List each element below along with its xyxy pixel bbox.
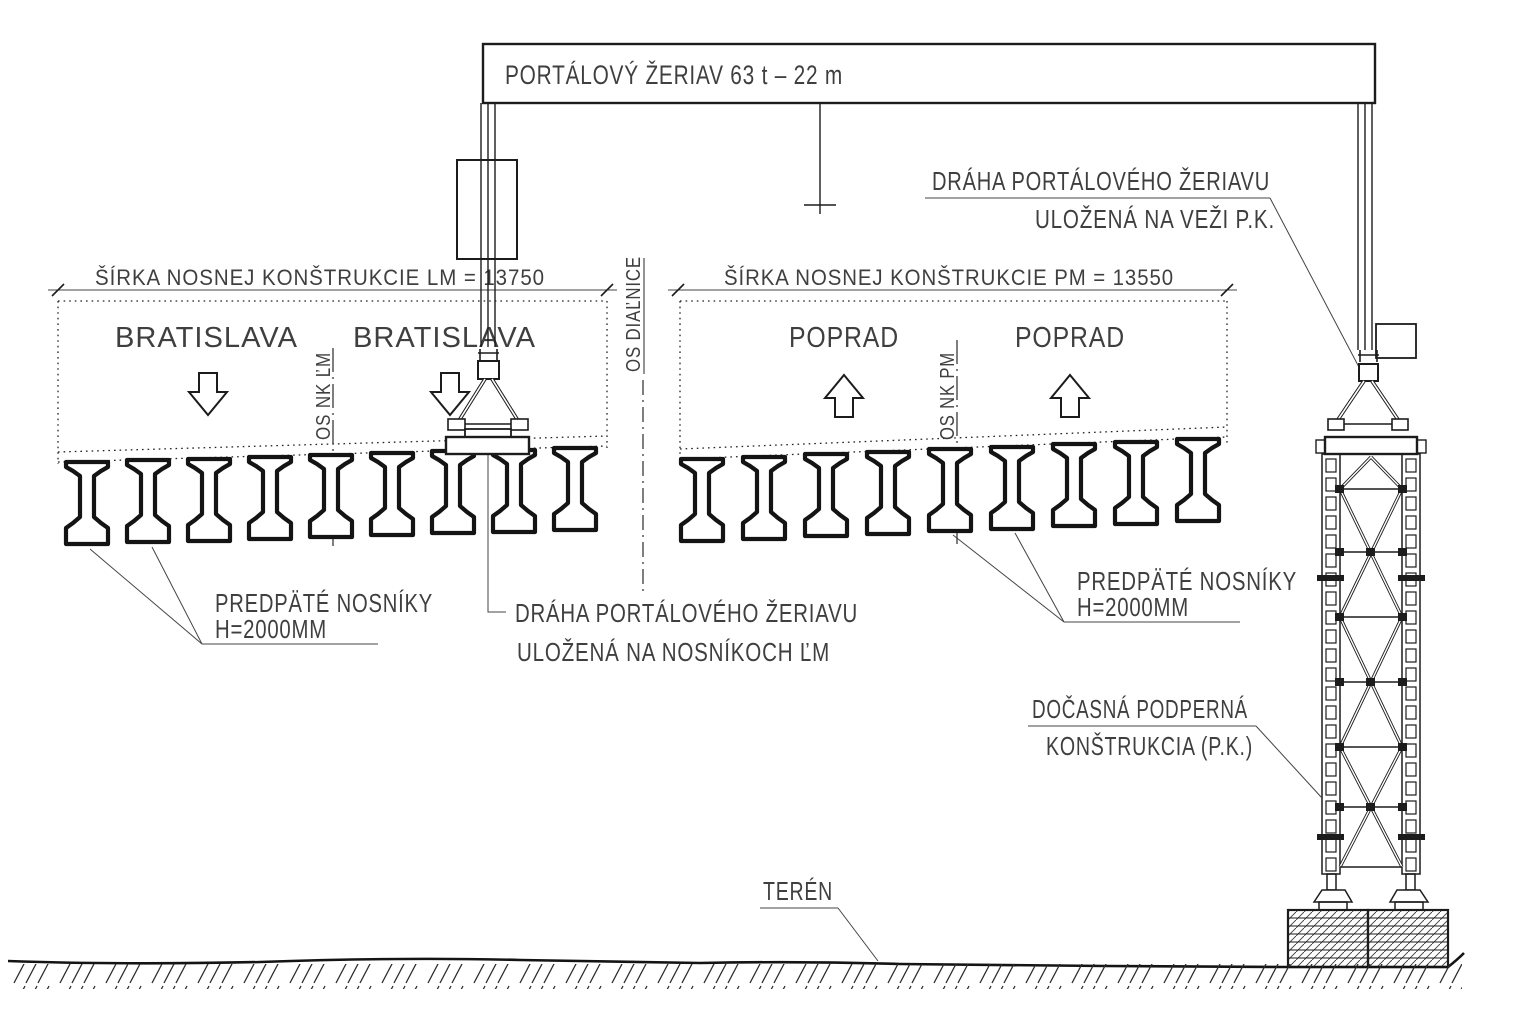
girders-left-deck	[66, 448, 596, 544]
dimension-left-deck: ŠÍRKA NOSNEJ KONŠTRUKCIE LM = 13750	[48, 265, 617, 297]
label-crane-track-on-tower: DRÁHA PORTÁLOVÉHO ŽERIAVU ULOŽENÁ NA VEŽ…	[925, 166, 1362, 372]
crane-track-tower-line1: DRÁHA PORTÁLOVÉHO ŽERIAVU	[932, 166, 1270, 196]
right-deck-outline	[679, 300, 1228, 460]
label-crane-track-on-beams: DRÁHA PORTÁLOVÉHO ŽERIAVU ULOŽENÁ NA NOS…	[487, 455, 858, 667]
direction-poprad-inner: POPRAD	[789, 322, 899, 354]
direction-bratislava-outer: BRATISLAVA	[115, 322, 298, 354]
beams-left-line1: PREDPÄTÉ NOSNÍKY	[215, 588, 433, 618]
crane-left-leg	[480, 103, 496, 347]
foundation-blocks	[1286, 908, 1450, 969]
arrow-down-icon	[430, 372, 470, 416]
crane-right-leg	[1357, 103, 1373, 350]
portal-crane: PORTÁLOVÝ ŽERIAV 63 t – 22 m	[456, 42, 1417, 359]
girders-right-deck	[681, 439, 1219, 541]
direction-poprad-outer: POPRAD	[1015, 322, 1125, 354]
temporary-support-line1: DOČASNÁ PODPERNÁ	[1032, 694, 1248, 724]
crane-track-beams-line1: DRÁHA PORTÁLOVÉHO ŽERIAVU	[515, 598, 858, 628]
terrain: TERÉN	[7, 876, 1465, 989]
crane-track-beams-line2: ULOŽENÁ NA NOSNÍKOCH ĽM	[517, 637, 830, 667]
axis-right-deck-text: OS NK PM	[937, 352, 959, 440]
crane-right-counterweight	[1375, 323, 1417, 359]
arrow-up-icon	[824, 374, 864, 418]
support-tower	[1312, 350, 1430, 911]
label-beams-right: PREDPÄTÉ NOSNÍKY H=2000MM	[952, 532, 1297, 623]
crane-title-text: PORTÁLOVÝ ŽERIAV 63 t – 22 m	[505, 59, 843, 90]
axis-highway-text: OS DIAĽNICE	[623, 256, 645, 372]
direction-bratislava-inner: BRATISLAVA	[353, 322, 536, 354]
axis-right-deck: OS NK PM	[937, 340, 959, 546]
label-temporary-support: DOČASNÁ PODPERNÁ KONŠTRUKCIA (P.K.)	[1028, 694, 1323, 799]
axis-highway: OS DIAĽNICE	[623, 256, 645, 596]
terrain-label: TERÉN	[763, 876, 833, 906]
beams-left-line2: H=2000MM	[215, 614, 327, 644]
temporary-support-line2: KONŠTRUKCIA (P.K.)	[1046, 731, 1253, 761]
dimension-right-deck: ŠÍRKA NOSNEJ KONŠTRUKCIE PM = 13550	[668, 265, 1237, 297]
beams-right-line2: H=2000MM	[1077, 592, 1189, 622]
label-beams-left: PREDPÄTÉ NOSNÍKY H=2000MM	[89, 546, 433, 645]
crane-track-tower-line2: ULOŽENÁ NA VEŽI P.K.	[1035, 204, 1275, 234]
axis-left-deck-text: OS NK ĽM	[313, 352, 335, 440]
direction-labels: BRATISLAVA BRATISLAVA POPRAD POPRAD	[115, 322, 1125, 418]
dimension-right-deck-text: ŠÍRKA NOSNEJ KONŠTRUKCIE PM = 13550	[724, 265, 1174, 290]
dimension-left-deck-text: ŠÍRKA NOSNEJ KONŠTRUKCIE LM = 13750	[95, 265, 545, 290]
crane-runway-on-girders	[444, 349, 531, 456]
arrow-up-icon	[1050, 374, 1090, 418]
crane-left-trolley	[456, 159, 518, 260]
beams-right-line1: PREDPÄTÉ NOSNÍKY	[1077, 566, 1297, 596]
arrow-down-icon	[188, 372, 228, 416]
